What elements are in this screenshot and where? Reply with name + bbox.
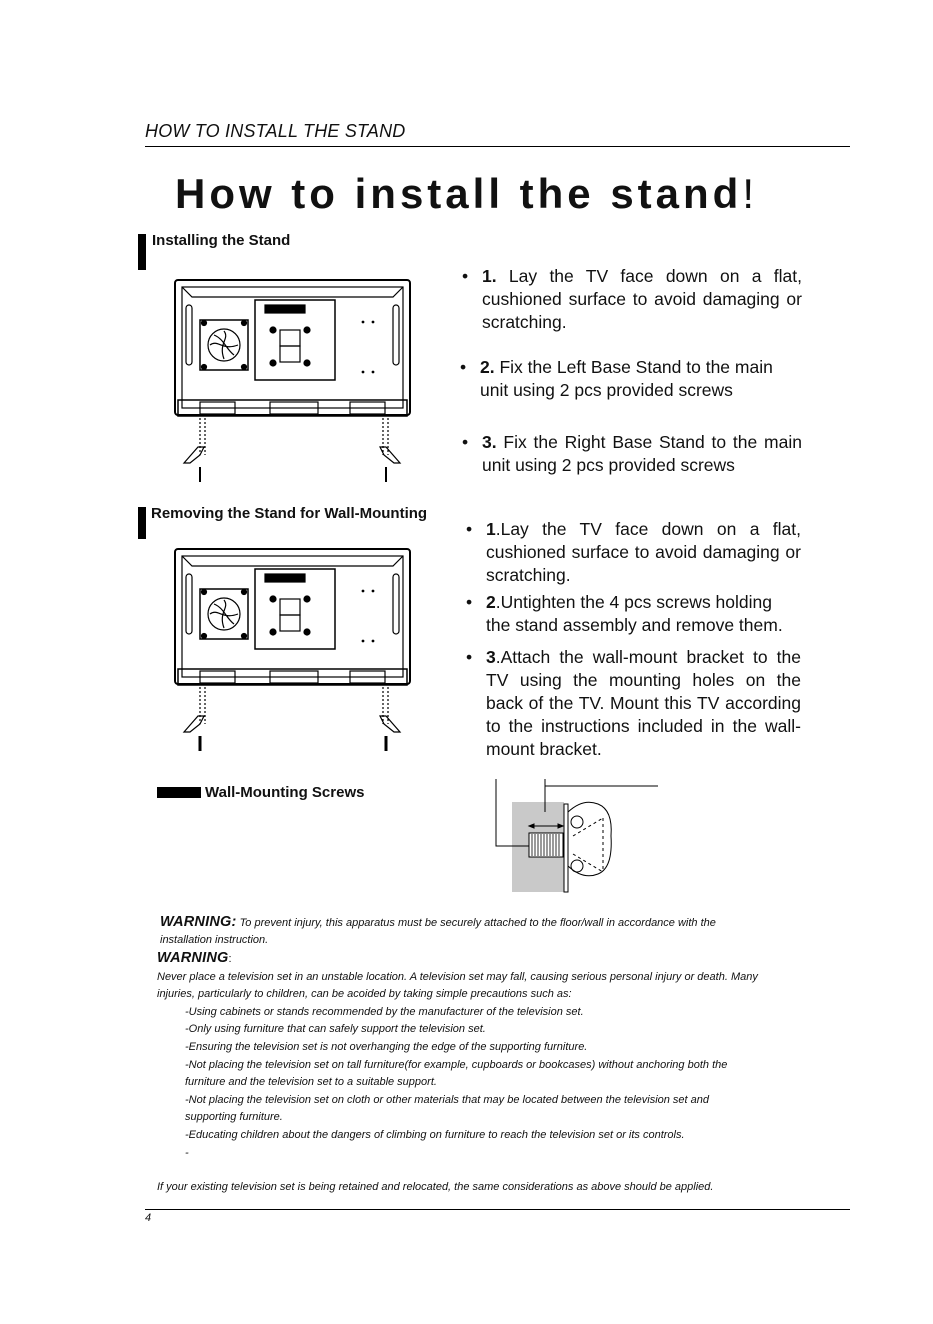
warning-item: - bbox=[185, 1146, 189, 1159]
remove-heading: Removing the Stand for Wall-Mounting bbox=[151, 505, 428, 522]
warning-intro: Never place a television set in an unsta… bbox=[157, 970, 758, 1001]
warning-stability: WARNING: Never place a television set in… bbox=[157, 950, 777, 1162]
page-number: 4 bbox=[145, 1212, 152, 1224]
section-header: HOW TO INSTALL THE STAND bbox=[145, 121, 406, 141]
warning-item: -Using cabinets or stands recommended by… bbox=[185, 1005, 584, 1018]
install-heading: Installing the Stand bbox=[152, 232, 291, 249]
remove-step-1: •1.Lay the TV face down on a flat, cushi… bbox=[466, 519, 801, 585]
install-step-2: •2. Fix the Left Base Stand to the main … bbox=[460, 357, 773, 400]
warning-item: -Educating children about the dangers of… bbox=[185, 1128, 685, 1141]
page-title: How to install the stand! bbox=[174, 170, 759, 217]
warning-item: -Only using furniture that can safely su… bbox=[185, 1023, 486, 1036]
warning-item: -Not placing the television set on cloth… bbox=[185, 1093, 710, 1124]
footer-rule bbox=[145, 1209, 850, 1210]
install-step-1: •1. Lay the TV face down on a flat, cush… bbox=[462, 266, 802, 332]
remove-step-2: •2.Untighten the 4 pcs screws holding th… bbox=[466, 592, 783, 635]
install-step-3: •3. Fix the Right Base Stand to the main… bbox=[462, 432, 802, 475]
tv-back-illustration-remove bbox=[174, 548, 411, 751]
warning-item: -Not placing the television set on tall … bbox=[185, 1058, 728, 1089]
legend-swatch bbox=[157, 787, 201, 798]
remove-step-3: •3.Attach the wall-mount bracket to the … bbox=[466, 647, 801, 759]
warning-item: -Ensuring the television set is not over… bbox=[185, 1040, 588, 1053]
relocation-note: If your existing television set is being… bbox=[157, 1181, 714, 1193]
wall-bracket-detail-illustration bbox=[495, 779, 658, 893]
tv-back-illustration-install bbox=[174, 279, 411, 482]
section-marker-bar bbox=[138, 507, 146, 539]
section-marker-bar bbox=[138, 234, 146, 270]
warning-installation: WARNING: To prevent injury, this apparat… bbox=[160, 914, 716, 946]
legend-label: Wall-Mounting Screws bbox=[205, 784, 365, 801]
header-rule bbox=[145, 146, 850, 147]
